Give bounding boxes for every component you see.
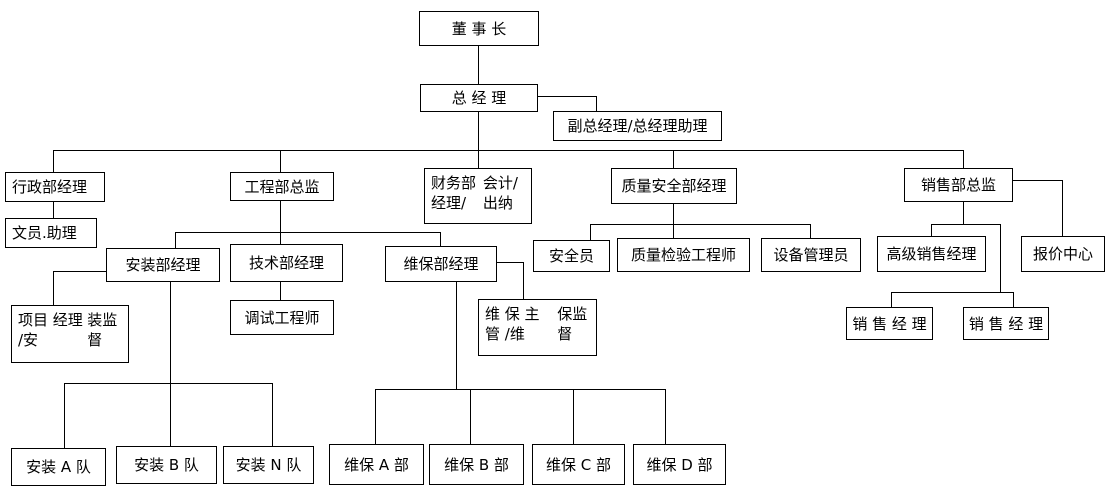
maintenance-b-box: 维保 B 部	[429, 444, 524, 485]
debug-engineer-box: 调试工程师	[230, 300, 334, 335]
maintenance-d-box: 维保 D 部	[633, 444, 726, 485]
engineering-director-box: 工程部总监	[230, 172, 334, 201]
maintenance-supervisor-box: 维 保 主 管 /维 保监督	[478, 299, 597, 356]
admin-manager-box: 行政部经理	[5, 172, 105, 202]
sales-manager-box-2: 销 售 经 理	[963, 307, 1049, 340]
deputy-gm-box: 副总经理/总经理助理	[553, 111, 722, 141]
senior-sales-manager-box: 高级销售经理	[877, 236, 986, 272]
maintenance-a-box: 维保 A 部	[329, 444, 424, 485]
install-manager-box: 安装部经理	[106, 248, 220, 282]
general-manager-box: 总 经 理	[420, 84, 538, 112]
project-manager-line2: 装监督	[87, 311, 118, 349]
clerk-box: 文员.助理	[5, 218, 97, 248]
quality-engineer-box: 质量检验工程师	[617, 238, 750, 272]
maintenance-manager-box: 维保部经理	[385, 246, 497, 282]
quality-manager-box: 质量安全部经理	[611, 168, 737, 204]
project-manager-box: 项目 经理 /安 装监督	[11, 305, 129, 363]
quote-center-box: 报价中心	[1021, 236, 1105, 272]
install-team-b-box: 安装 B 队	[116, 446, 217, 484]
finance-manager-box: 财务部经理/ 会计/出纳	[424, 168, 532, 224]
chairman-box: 董 事 长	[419, 11, 539, 46]
finance-manager-line2: 会计/出纳	[482, 174, 518, 212]
tech-manager-box: 技术部经理	[230, 244, 343, 282]
sales-manager-box-1: 销 售 经 理	[846, 307, 933, 340]
equipment-manager-box: 设备管理员	[761, 238, 861, 272]
maintenance-supervisor-line1: 维 保 主 管 /维	[485, 305, 540, 343]
install-team-n-box: 安装 N 队	[223, 446, 314, 484]
finance-manager-line1: 财务部经理/	[431, 174, 477, 212]
sales-director-box: 销售部总监	[904, 168, 1013, 202]
maintenance-c-box: 维保 C 部	[532, 444, 625, 485]
project-manager-line1: 项目 经理 /安	[18, 311, 83, 349]
install-team-a-box: 安装 A 队	[11, 448, 106, 486]
safety-officer-box: 安全员	[533, 240, 610, 272]
maintenance-supervisor-line2: 保监督	[557, 305, 588, 343]
